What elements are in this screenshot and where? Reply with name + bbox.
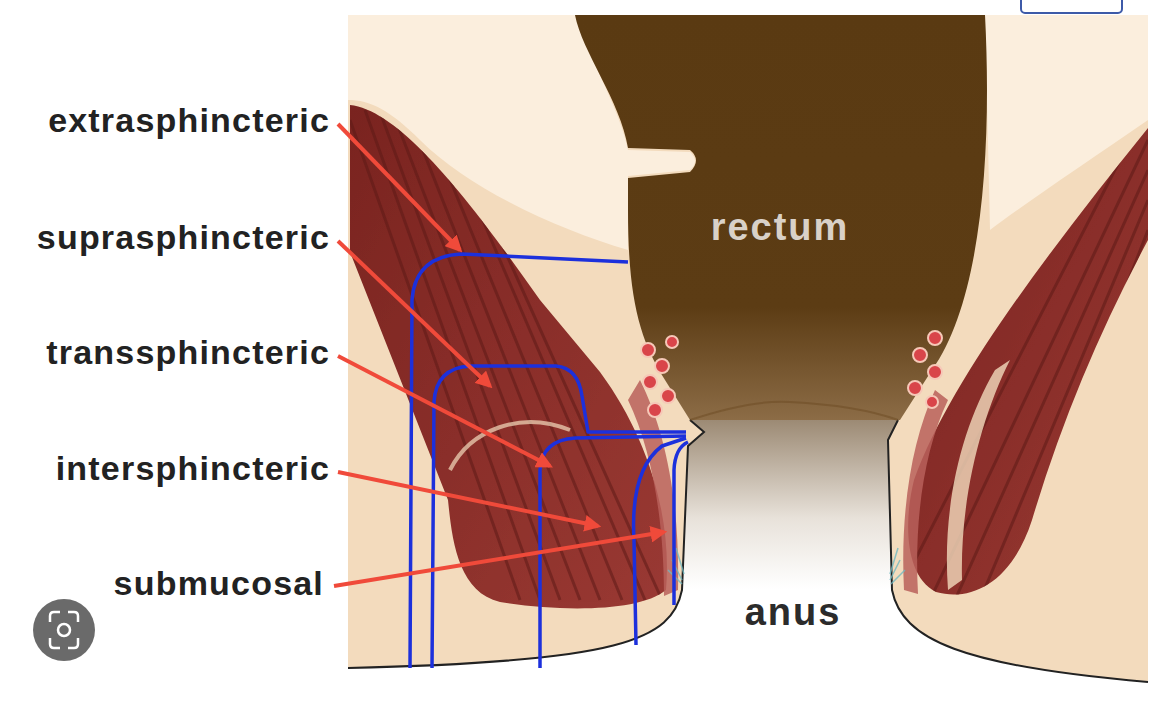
track-label: extrasphincteric [48, 101, 330, 140]
muscle-fibres [915, 140, 1148, 600]
track-label: transsphincteric [46, 333, 330, 372]
fibre [1005, 230, 1148, 600]
fistula-tracks [410, 254, 688, 668]
vessel-dot [641, 343, 655, 357]
leader-line [338, 124, 460, 250]
vessel-dot [926, 396, 938, 408]
vessel-dot [648, 403, 662, 417]
icon-lens [58, 624, 70, 636]
vessel-dot [655, 359, 669, 373]
fibre [955, 170, 1148, 600]
lens-icon [33, 599, 95, 661]
leader-line [338, 472, 598, 526]
icon-disc [33, 599, 95, 661]
region-label: anus [745, 591, 842, 635]
label-holder: suprasphincteric [37, 218, 330, 257]
leader-line [338, 241, 490, 386]
label-holder: anus [745, 591, 842, 635]
vessel-dot [908, 381, 922, 395]
vascular-plexus [641, 331, 942, 417]
rectum-lumen [575, 15, 987, 420]
label-holder: intersphincteric [56, 449, 330, 488]
label-holder: transsphincteric [46, 333, 330, 372]
rectal-fold [628, 150, 695, 176]
vessel-dot [928, 365, 942, 379]
track-label: intersphincteric [56, 449, 330, 488]
muscle-division [947, 360, 1010, 590]
label-holder: rectum [711, 206, 850, 250]
transsphincteric-track [540, 436, 686, 668]
vessel-dot [666, 336, 678, 348]
track-label: submucosal [114, 564, 324, 603]
tissue-ground [348, 15, 1148, 702]
gland-lines [890, 548, 905, 584]
track-label: suprasphincteric [37, 218, 330, 257]
levator-sphincter-muscle [908, 128, 1148, 594]
submucosal-track [674, 442, 688, 605]
fibre [350, 120, 520, 600]
fibre [915, 160, 1120, 560]
internal-sphincter [903, 390, 948, 594]
vessel-dot [913, 348, 927, 362]
region-label: rectum [711, 206, 850, 250]
vessel-dot [928, 331, 942, 345]
fibre [365, 110, 540, 600]
levator-sphincter-muscle [350, 105, 667, 608]
fibre [980, 200, 1148, 600]
label-holder: submucosal [114, 564, 324, 603]
leader-line [338, 356, 550, 466]
fibre [930, 140, 1148, 600]
dentate-line [690, 402, 898, 420]
vessel-dot [643, 375, 657, 389]
leader-arrows [334, 124, 664, 586]
vessel-dot [661, 389, 675, 403]
leader-line [334, 532, 664, 586]
gland-lines [668, 548, 684, 584]
label-holder: extrasphincteric [48, 101, 330, 140]
frame-button [1021, 0, 1122, 13]
anal-glands [668, 548, 905, 584]
intersphincteric-track [634, 438, 686, 645]
icon-frame [50, 612, 78, 648]
fibre [380, 112, 560, 600]
fibre [440, 155, 622, 600]
extrasphincteric-track [410, 254, 628, 668]
